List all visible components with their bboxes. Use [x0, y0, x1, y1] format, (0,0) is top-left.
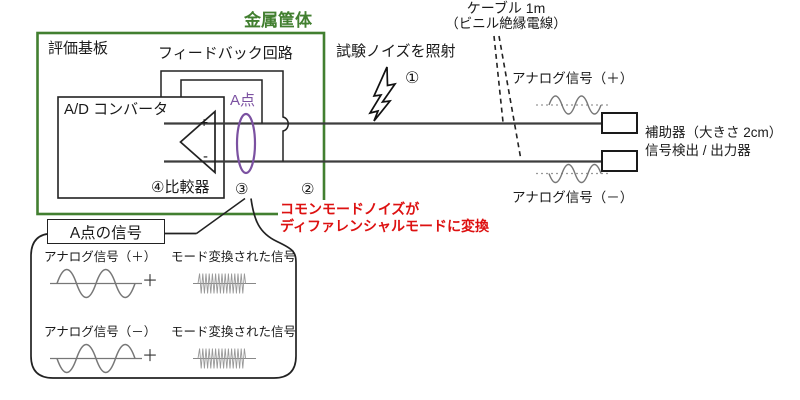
adc-box [57, 96, 225, 199]
signal-box-title-text: A点の信号 [69, 224, 143, 242]
mode-conversion-note: コモンモードノイズが ディファレンシャルモードに変換 [278, 200, 494, 237]
board-label: 評価基板 [48, 40, 109, 57]
cable-label: ケーブル 1m （ビニル絶縁電線） [426, 0, 586, 32]
comparator-triangle-icon [179, 109, 216, 175]
analog-signal-plus-label: アナログ信号（＋） [512, 71, 634, 86]
row2-signal-label: アナログ信号（－） [44, 325, 157, 339]
feedback-circuit-label: フィードバック回路 [158, 45, 293, 62]
signal-callout-box-outline [30, 198, 297, 379]
cable-pointer-dashed-line-2 [498, 35, 522, 161]
aux-device-label-line1: 補助器（大きさ 2cm） [645, 125, 783, 140]
signal-box-title: A点の信号 [47, 219, 165, 244]
cable-label-line1: ケーブル 1m [466, 0, 546, 16]
row1-plus-operator: ＋ [142, 273, 159, 290]
row2-plus-operator: ＋ [142, 348, 159, 365]
row2-sine-wave-icon [56, 343, 136, 374]
cable-label-line2: （ビニル絶縁電線） [445, 16, 567, 32]
test-noise-label: 試験ノイズを照射 [336, 43, 456, 60]
marker-one: ① [405, 70, 420, 87]
row2-converted-label: モード変換された信号 [171, 325, 297, 339]
point-a-label: A点 [230, 92, 256, 109]
aux-device-label-line2: 信号検出 / 出力器 [645, 143, 751, 158]
row1-sine-wave-icon [56, 268, 136, 299]
lightning-bolt-icon [368, 66, 397, 122]
aux-device-box-top [601, 112, 638, 134]
analog-signal-minus-label: アナログ信号（－） [512, 190, 634, 205]
marker-two: ② [301, 181, 315, 198]
row1-signal-label: アナログ信号（＋） [44, 250, 157, 264]
sine-wave-plus-icon [548, 95, 602, 115]
enclosure-label: 金属筐体 [244, 11, 312, 30]
aux-device-box-bottom [601, 150, 638, 172]
mode-conversion-note-line1: コモンモードノイズが [280, 201, 420, 217]
cable-pointer-dashed-line-1 [493, 35, 504, 123]
comparator-label: ④比較器 [151, 179, 210, 196]
adc-label: A/D コンバータ [64, 101, 169, 118]
comparator-plus-input-label: + [200, 114, 209, 130]
sine-wave-minus-icon [548, 163, 602, 184]
comparator-minus-input-label: - [203, 148, 208, 165]
mode-conversion-note-line2: ディファレンシャルモードに変換 [280, 218, 490, 234]
row1-converted-label: モード変換された信号 [171, 250, 297, 264]
marker-three: ③ [235, 181, 249, 198]
row2-noise-burst-icon [197, 348, 247, 369]
callout-leader-line [196, 197, 246, 235]
feedback-outer-path [160, 70, 289, 162]
point-a-ellipse-icon [235, 112, 257, 175]
row1-noise-burst-icon [197, 273, 247, 294]
feedback-inner-path [180, 79, 263, 124]
